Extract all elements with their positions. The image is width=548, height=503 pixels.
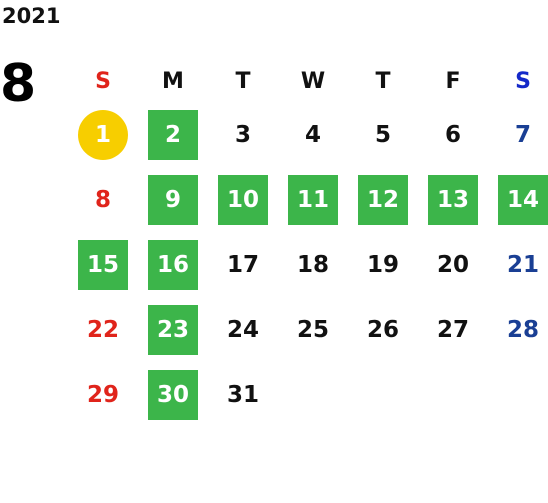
weekday-header-tuesday: T	[235, 68, 251, 94]
day-15[interactable]: 15	[78, 239, 128, 290]
day-cell: 21	[488, 232, 548, 297]
day-cell: 20	[418, 232, 488, 297]
day-cell: 9	[138, 167, 208, 232]
year-label: 2021	[2, 4, 61, 28]
day-cell: 18	[278, 232, 348, 297]
day-17[interactable]: 17	[226, 251, 259, 278]
weekday-header-sunday: S	[95, 68, 111, 94]
day-9[interactable]: 9	[148, 174, 198, 225]
month-number: 8	[0, 54, 37, 114]
day-cell: 28	[488, 297, 548, 362]
day-cell: 2	[138, 102, 208, 167]
day-cell: 8	[68, 167, 138, 232]
day-cell: 3	[208, 102, 278, 167]
day-8[interactable]: 8	[94, 186, 111, 213]
day-28[interactable]: 28	[506, 316, 539, 343]
day-cell: 27	[418, 297, 488, 362]
day-cell: 5	[348, 102, 418, 167]
day-18[interactable]: 18	[296, 251, 329, 278]
day-cell: 4	[278, 102, 348, 167]
day-cell: 31	[208, 362, 278, 427]
day-31[interactable]: 31	[226, 381, 259, 408]
weekday-header-thursday: T	[375, 68, 391, 94]
day-cell: 23	[138, 297, 208, 362]
day-cell: 11	[278, 167, 348, 232]
day-1[interactable]: 1	[78, 109, 128, 160]
day-cell: 15	[68, 232, 138, 297]
day-cell: 24	[208, 297, 278, 362]
day-27[interactable]: 27	[436, 316, 469, 343]
weekday-header-monday: M	[162, 68, 184, 94]
day-13[interactable]: 13	[428, 174, 478, 225]
day-26[interactable]: 26	[366, 316, 399, 343]
day-30[interactable]: 30	[148, 369, 198, 420]
day-cell: 29	[68, 362, 138, 427]
day-cell: 26	[348, 297, 418, 362]
day-4[interactable]: 4	[304, 121, 321, 148]
day-24[interactable]: 24	[226, 316, 259, 343]
day-19[interactable]: 19	[366, 251, 399, 278]
day-29[interactable]: 29	[86, 381, 119, 408]
day-cell: 6	[418, 102, 488, 167]
day-cell: 14	[488, 167, 548, 232]
day-cell: 25	[278, 297, 348, 362]
day-20[interactable]: 20	[436, 251, 469, 278]
day-11[interactable]: 11	[288, 174, 338, 225]
day-3[interactable]: 3	[234, 121, 251, 148]
day-25[interactable]: 25	[296, 316, 329, 343]
day-6[interactable]: 6	[444, 121, 461, 148]
day-14[interactable]: 14	[498, 174, 548, 225]
weekday-header-saturday: S	[515, 68, 531, 94]
day-23[interactable]: 23	[148, 304, 198, 355]
day-cell: 16	[138, 232, 208, 297]
day-cell: 13	[418, 167, 488, 232]
day-cell: 17	[208, 232, 278, 297]
day-cell: 10	[208, 167, 278, 232]
day-cell: 30	[138, 362, 208, 427]
day-cell: 7	[488, 102, 548, 167]
day-7[interactable]: 7	[514, 121, 531, 148]
weekday-header-friday: F	[445, 68, 461, 94]
day-10[interactable]: 10	[218, 174, 268, 225]
day-12[interactable]: 12	[358, 174, 408, 225]
day-21[interactable]: 21	[506, 251, 539, 278]
day-cell: 22	[68, 297, 138, 362]
day-cell: 12	[348, 167, 418, 232]
day-5[interactable]: 5	[374, 121, 391, 148]
day-cell: 19	[348, 232, 418, 297]
day-cell: 1	[68, 102, 138, 167]
day-16[interactable]: 16	[148, 239, 198, 290]
weekday-header-wednesday: W	[300, 68, 326, 94]
day-22[interactable]: 22	[86, 316, 119, 343]
day-2[interactable]: 2	[148, 109, 198, 160]
